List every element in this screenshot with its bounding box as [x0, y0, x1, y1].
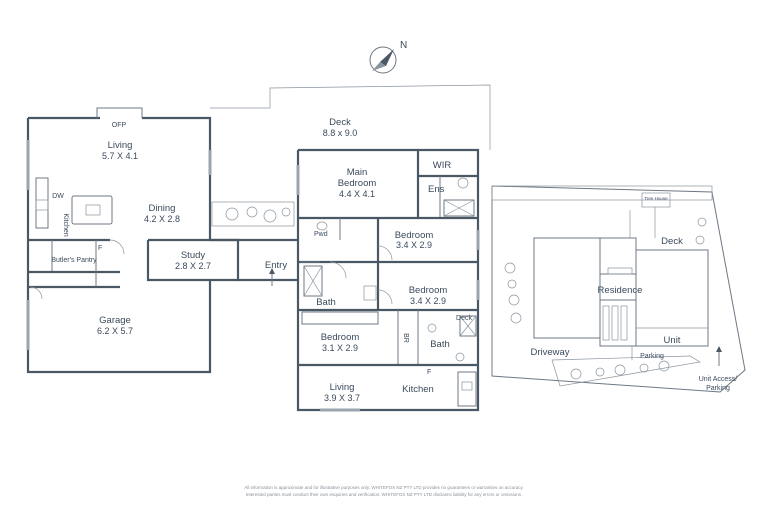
deck-name: Deck — [329, 117, 351, 128]
study-dims: 2.8 X 2.7 — [175, 261, 211, 271]
bedroom-4-dims: 3.1 X 2.9 — [322, 343, 358, 353]
bedroom-3-name: Bedroom — [409, 285, 448, 296]
garage-name: Garage — [99, 315, 131, 326]
br-label: BR — [402, 333, 409, 343]
wir-label: WIR — [433, 160, 452, 171]
entry-label: Entry — [265, 260, 287, 271]
site-deck-label: Deck — [661, 236, 683, 247]
driveway-label: Driveway — [530, 347, 569, 358]
north-compass-icon — [369, 46, 397, 74]
main-bedroom-line2: Bedroom — [338, 178, 377, 189]
bath-2-label: Bath — [430, 339, 450, 350]
deck-small-label: Deck — [456, 315, 472, 322]
windows — [26, 140, 480, 412]
ens-label: Ens — [428, 184, 445, 195]
bedroom-2-name: Bedroom — [395, 230, 434, 241]
site-plan — [491, 185, 746, 393]
living-dims: 5.7 X 4.1 — [102, 151, 138, 161]
unit-access-line1: Unit Access/ — [699, 376, 738, 383]
kitchen-main-label: Kitchen — [62, 213, 69, 236]
dw-label: DW — [52, 193, 64, 200]
ofp-label: OFP — [112, 122, 127, 129]
disclaimer-line-1: All information is approximate and for i… — [244, 485, 524, 490]
residence-label: Residence — [598, 285, 643, 296]
unit-access-line2: Parking — [706, 385, 730, 392]
fridge-main-label: F — [98, 245, 102, 252]
bedroom-4-name: Bedroom — [321, 332, 360, 343]
tree-house-label: Tree House — [644, 196, 668, 201]
main-bedroom-dims: 4.4 X 4.1 — [339, 189, 375, 199]
main-bedroom-line1: Main — [347, 167, 368, 178]
disclaimer-line-2: Interested parties must conduct their ow… — [245, 492, 523, 497]
fixtures — [29, 177, 477, 407]
bedroom-3-dims: 3.4 X 2.9 — [410, 296, 446, 306]
dining-name: Dining — [149, 203, 176, 214]
house-walls — [26, 84, 491, 412]
deck-dims: 8.8 x 9.0 — [323, 128, 358, 138]
bedroom-2-dims: 3.4 X 2.9 — [396, 240, 432, 250]
dining-dims: 4.2 X 2.8 — [144, 214, 180, 224]
north-label: N — [400, 40, 407, 51]
butlers-pantry-label: Butler's Pantry — [51, 257, 97, 264]
kitchen-unit-label: Kitchen — [402, 384, 434, 395]
bath-1-label: Bath — [316, 297, 336, 308]
pwd-label: Pwd — [314, 231, 328, 238]
study-name: Study — [181, 250, 206, 261]
fridge-unit-label: F — [427, 369, 431, 376]
parking-label: Parking — [640, 353, 664, 360]
living-unit-name: Living — [330, 382, 355, 393]
living-name: Living — [108, 140, 133, 151]
unit-label: Unit — [664, 335, 681, 346]
living-unit-dims: 3.9 X 3.7 — [324, 393, 360, 403]
garage-dims: 6.2 X 5.7 — [97, 326, 133, 336]
